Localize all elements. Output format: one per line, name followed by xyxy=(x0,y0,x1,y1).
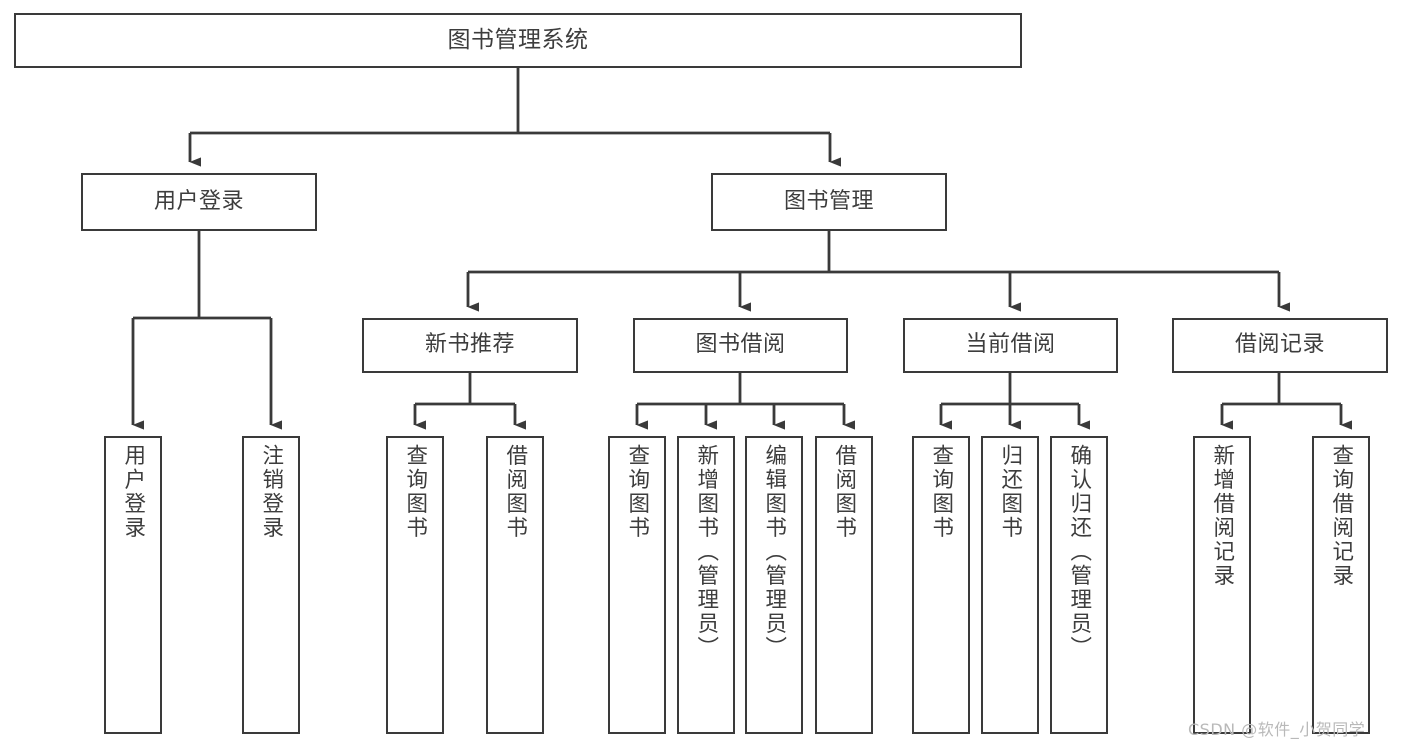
node-label: 用户登录 xyxy=(153,188,244,214)
node-leaf-user-login[interactable]: 用户登录 xyxy=(104,436,162,734)
node-leaf-edit-book-admin[interactable]: 编辑图书（管理员） xyxy=(745,436,803,734)
node-label: 借阅图书 xyxy=(502,444,528,540)
node-leaf-query-borrow-record[interactable]: 查询借阅记录 xyxy=(1312,436,1370,734)
node-label: 查询借阅记录 xyxy=(1328,444,1354,588)
node-new-book-recommendation[interactable]: 新书推荐 xyxy=(362,318,578,373)
node-leaf-logout[interactable]: 注销登录 xyxy=(242,436,300,734)
node-label: 图书管理系统 xyxy=(447,27,589,54)
node-label: 归还图书 xyxy=(997,444,1023,540)
node-label: 借阅图书 xyxy=(831,444,857,540)
node-leaf-query-books-newbook[interactable]: 查询图书 xyxy=(386,436,444,734)
node-label: 图书借阅 xyxy=(695,332,786,358)
node-label: 确认归还（管理员） xyxy=(1066,444,1092,660)
node-label: 注销登录 xyxy=(258,444,284,540)
node-leaf-add-borrow-record[interactable]: 新增借阅记录 xyxy=(1193,436,1251,734)
node-leaf-confirm-return-admin[interactable]: 确认归还（管理员） xyxy=(1050,436,1108,734)
node-leaf-borrow-books-newbook[interactable]: 借阅图书 xyxy=(486,436,544,734)
node-label: 新书推荐 xyxy=(424,332,515,358)
node-label: 查询图书 xyxy=(928,444,954,540)
node-label: 新增借阅记录 xyxy=(1209,444,1235,588)
node-leaf-query-books-current[interactable]: 查询图书 xyxy=(912,436,970,734)
node-label: 图书管理 xyxy=(783,188,874,214)
node-current-borrowing[interactable]: 当前借阅 xyxy=(903,318,1118,373)
node-leaf-add-book-admin[interactable]: 新增图书（管理员） xyxy=(677,436,735,734)
node-label: 查询图书 xyxy=(402,444,428,540)
node-label: 新增图书（管理员） xyxy=(693,444,719,660)
csdn-watermark: CSDN @软件_小贺同学 xyxy=(1188,720,1366,739)
node-book-management[interactable]: 图书管理 xyxy=(711,173,947,231)
node-label: 编辑图书（管理员） xyxy=(761,444,787,660)
node-label: 当前借阅 xyxy=(965,332,1056,358)
node-book-borrowing[interactable]: 图书借阅 xyxy=(633,318,848,373)
node-leaf-return-books[interactable]: 归还图书 xyxy=(981,436,1039,734)
node-root-book-management-system[interactable]: 图书管理系统 xyxy=(14,13,1022,68)
node-label: 用户登录 xyxy=(120,444,146,540)
node-user-login[interactable]: 用户登录 xyxy=(81,173,317,231)
node-borrowing-records[interactable]: 借阅记录 xyxy=(1172,318,1388,373)
node-label: 查询图书 xyxy=(624,444,650,540)
node-leaf-query-books-borrowing[interactable]: 查询图书 xyxy=(608,436,666,734)
node-label: 借阅记录 xyxy=(1234,332,1325,358)
node-leaf-borrow-books-borrowing[interactable]: 借阅图书 xyxy=(815,436,873,734)
